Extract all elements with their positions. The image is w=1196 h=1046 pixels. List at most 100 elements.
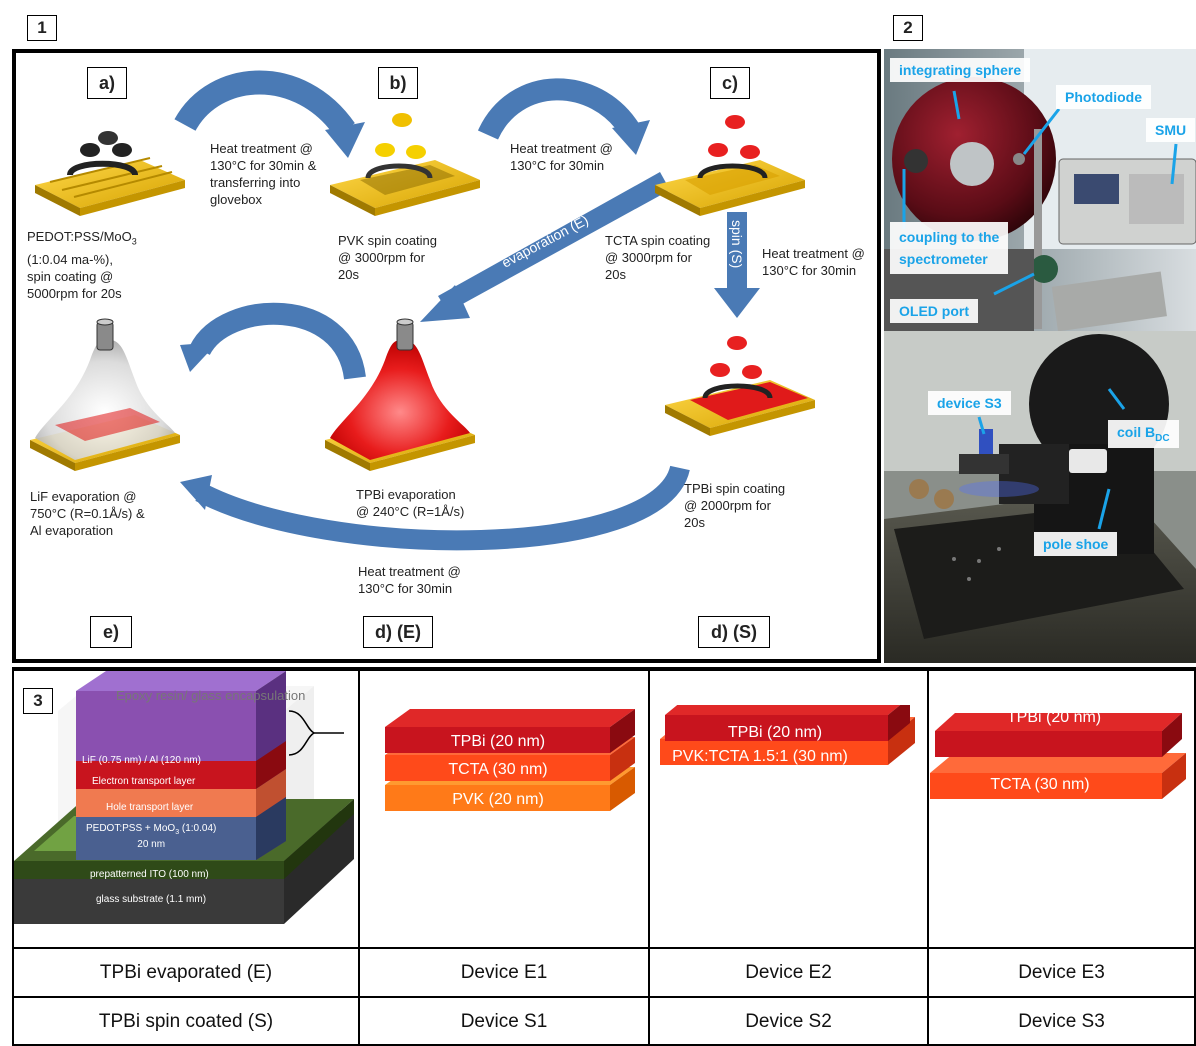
etl-label: Electron transport layer — [92, 776, 196, 787]
caption-ab-line3: transferring into — [210, 175, 301, 190]
label-integrating-sphere: integrating sphere — [890, 58, 1031, 82]
panel-1-frame — [12, 49, 881, 663]
caption-e: LiF evaporation @ 750°C (R=0.1Å/s) & Al … — [30, 488, 145, 539]
cell-device-s2: Device S2 — [745, 1011, 832, 1032]
label-smu: SMU — [1146, 118, 1196, 142]
caption-bc-line1: Heat treatment @ — [510, 141, 613, 156]
substrate-e — [30, 318, 180, 471]
cell-device-e2: Device E2 — [745, 961, 832, 983]
label-coil-sub: DC — [1155, 432, 1170, 444]
step-a-label: a) — [87, 67, 127, 99]
stack2-layer2: PVK:TCTA 1.5:1 (30 nm) — [672, 748, 848, 765]
arrow-evaporation — [420, 172, 670, 322]
caption-e-line3: Al evaporation — [30, 523, 114, 538]
caption-bottom-heat: Heat treatment @ 130°C for 30min — [358, 563, 461, 597]
cell-device-e3: Device E3 — [1018, 961, 1105, 983]
caption-ab-line2: 130°C for 30min & — [210, 158, 317, 173]
caption-a-sub: 3 — [131, 236, 137, 247]
caption-cs-line1: Heat treatment @ — [762, 246, 865, 261]
ito-label: prepatterned ITO (100 nm) — [90, 869, 209, 880]
caption-e-line2: 750°C (R=0.1Å/s) & — [30, 506, 145, 521]
stack1-layer2: TCTA (30 nm) — [448, 761, 547, 778]
step-e-label: e) — [90, 616, 132, 648]
epoxy-label: Epoxy resin/ glass encapsulation — [116, 688, 306, 703]
spin-arrow-label: spin (S) — [729, 220, 745, 268]
lif-label: LiF (0.75 nm) / Al (120 nm) — [82, 755, 201, 766]
caption-bc-line2: 130°C for 30min — [510, 158, 605, 173]
caption-b-to-c: Heat treatment @ 130°C for 30min — [510, 140, 613, 174]
glass-label: glass substrate (1.1 mm) — [96, 894, 207, 905]
caption-e-line1: LiF evaporation @ — [30, 489, 137, 504]
label-photodiode: Photodiode — [1056, 85, 1151, 109]
arrow-spin — [714, 212, 760, 318]
step-b-label: b) — [378, 67, 418, 99]
panel-1-label: 1 — [27, 15, 57, 41]
substrate-c — [655, 115, 805, 216]
caption-c-line3: 20s — [605, 267, 626, 282]
caption-a-line2: (1:0.04 ma-%), — [27, 251, 113, 267]
stack3-layer1: TPBi (20 nm) — [1007, 709, 1101, 726]
caption-c-to-dS: Heat treatment @ 130°C for 30min — [762, 245, 865, 279]
substrate-b — [330, 113, 480, 216]
caption-dE-line2: @ 240°C (R=1Å/s) — [356, 504, 465, 519]
panel-2-label: 2 — [893, 15, 923, 41]
evaporation-arrow-label: evaporation (E) — [499, 212, 591, 271]
pedot-label: PEDOT:PSS + MoO3 (1:0.04) 20 nm — [86, 823, 216, 851]
label-coupling: coupling to the spectrometer — [890, 222, 1009, 274]
substrate-dS — [665, 336, 815, 436]
pedot-sub: 3 — [175, 829, 180, 836]
stack-device-3: TPBi (20 nm) TCTA (30 nm) — [930, 709, 1186, 799]
caption-c: TCTA spin coating @ 3000rpm for 20s — [605, 232, 710, 283]
stack1-layer1: TPBi (20 nm) — [451, 733, 545, 750]
grid-v1 — [358, 669, 360, 1046]
label-coil-text: coil B — [1117, 424, 1156, 440]
label-coupling-line1: coupling to the — [899, 229, 1000, 245]
label-device-s3: device S3 — [928, 391, 1011, 415]
caption-b-line2: @ 3000rpm for — [338, 250, 425, 265]
caption-dS: TPBi spin coating @ 2000rpm for 20s — [684, 480, 785, 531]
caption-dS-line1: TPBi spin coating — [684, 481, 786, 496]
process-diagram: evaporation (E) spin (S) — [30, 70, 815, 551]
pedot-line1b: (1:0.04) — [179, 823, 217, 834]
step-dE-label: d) (E) — [363, 616, 433, 648]
panel-3-frame — [12, 667, 1196, 1046]
arrow-dE-to-e — [180, 302, 366, 381]
stack3-layer2: TCTA (30 nm) — [990, 776, 1089, 793]
label-coupling-line2: spectrometer — [899, 251, 988, 267]
panel-3-label: 3 — [23, 688, 53, 714]
caption-a-line4: 5000rpm for 20s — [27, 285, 122, 301]
caption-b: PVK spin coating @ 3000rpm for 20s — [338, 232, 437, 283]
substrate-dE — [325, 318, 475, 471]
cell-device-s3: Device S3 — [1018, 1011, 1105, 1032]
step-c-label: c) — [710, 67, 750, 99]
pedot-line2: 20 nm — [137, 839, 166, 850]
caption-cs-line2: 130°C for 30min — [762, 263, 857, 278]
grid-h2 — [12, 996, 1196, 998]
caption-b-line3: 20s — [338, 267, 359, 282]
caption-dE: TPBi evaporation @ 240°C (R=1Å/s) — [356, 486, 464, 520]
grid-v2 — [648, 669, 650, 1046]
cell-device-s1: Device S1 — [460, 1011, 548, 1032]
pedot-line1: PEDOT:PSS + MoO — [86, 823, 176, 834]
arrow-b-to-c — [477, 78, 650, 155]
htl-label: Hole transport layer — [106, 802, 194, 813]
label-pole-shoe: pole shoe — [1034, 532, 1118, 556]
grid-v3 — [927, 669, 929, 1046]
caption-a-line3: spin coating @ — [27, 268, 114, 284]
stack2-layer1: TPBi (20 nm) — [728, 724, 822, 741]
caption-a: PEDOT:PSS/MoO3 (1:0.04 ma-%), spin coati… — [27, 228, 137, 302]
photo-pointers — [902, 90, 1178, 530]
caption-ab-line1: Heat treatment @ — [210, 141, 313, 156]
caption-a-to-b: Heat treatment @ 130°C for 30min & trans… — [210, 140, 316, 208]
grid-h1 — [12, 947, 1196, 949]
arrow-dS-to-e — [180, 464, 690, 551]
caption-b-line1: PVK spin coating — [338, 233, 438, 248]
caption-a-line1: PEDOT:PSS/MoO — [27, 229, 132, 244]
substrate-a — [35, 131, 185, 216]
label-coil: coil BDC — [1108, 420, 1179, 448]
device-stack-illustration — [14, 671, 354, 924]
caption-ab-line4: glovebox — [210, 192, 263, 207]
caption-dS-line3: 20s — [684, 515, 705, 530]
arrow-a-to-b — [174, 70, 365, 158]
row-evaporated-label: TPBi evaporated (E) — [99, 961, 273, 983]
